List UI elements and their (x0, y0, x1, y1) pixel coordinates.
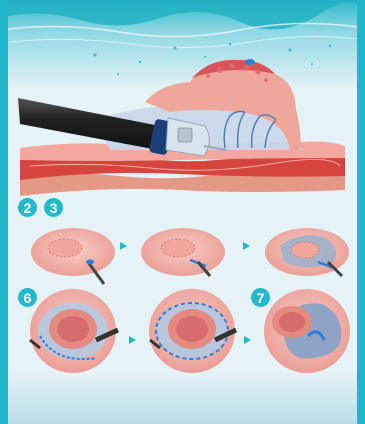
arrow-right-icon (244, 336, 251, 344)
step-badge: 7 (251, 288, 270, 307)
frame-right-bar (357, 0, 365, 424)
row1-panels (31, 228, 349, 284)
lesion-area-1 (48, 239, 82, 257)
arrow-right-icon (243, 242, 250, 250)
step-badge: 3 (44, 198, 63, 217)
arrow-right-icon (120, 242, 127, 250)
bottom-fade (0, 370, 365, 424)
step-badge: 6 (18, 288, 37, 307)
step-badge: 2 (18, 198, 37, 217)
row2-panels (30, 289, 350, 373)
frame-left-bar (0, 0, 8, 424)
lesion-marker (245, 59, 255, 65)
arrow-right-icon (129, 336, 136, 344)
